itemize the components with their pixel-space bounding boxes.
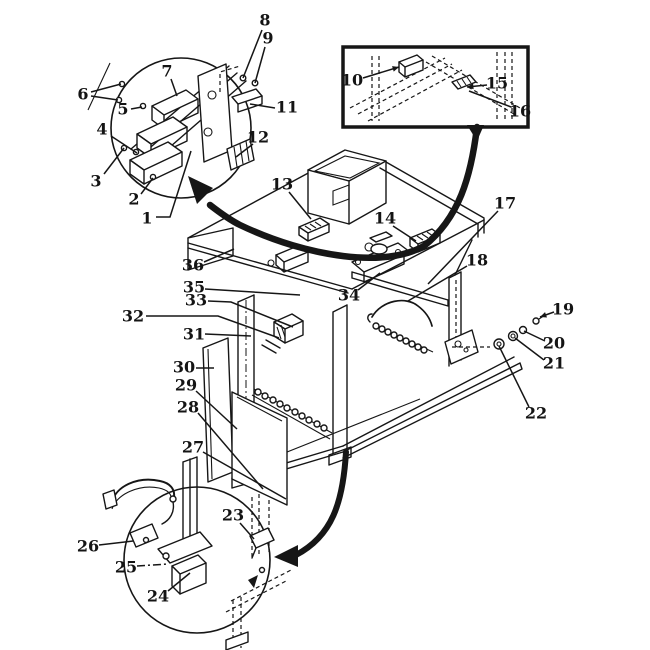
callout-label-16: 16 xyxy=(509,102,531,121)
callout-label-28: 28 xyxy=(177,398,199,417)
callout-label-4: 4 xyxy=(96,120,107,139)
callout-27: 27 xyxy=(182,438,287,500)
callout-23: 23 xyxy=(222,506,255,540)
callout-29: 29 xyxy=(175,376,238,430)
callout-label-25: 25 xyxy=(115,558,137,577)
fastener-parts-art xyxy=(493,314,546,350)
callout-1: 1 xyxy=(141,150,192,228)
callout-label-1: 1 xyxy=(141,209,152,228)
callout-label-2: 2 xyxy=(128,190,139,209)
callout-label-12: 12 xyxy=(247,128,269,147)
callout-label-22: 22 xyxy=(525,404,547,423)
callout-5: 5 xyxy=(117,100,143,119)
callout-12: 12 xyxy=(235,128,269,158)
callout-label-11: 11 xyxy=(276,98,298,117)
callout-19: 19 xyxy=(539,300,574,319)
main-chassis-art xyxy=(187,149,523,506)
callout-label-18: 18 xyxy=(466,251,488,270)
zoom-arrow-bottom xyxy=(274,449,349,567)
callout-21: 21 xyxy=(514,337,565,373)
arrowhead xyxy=(188,176,213,204)
callout-25: 25 xyxy=(115,558,169,577)
callout-label-36: 36 xyxy=(182,256,204,275)
callout-31: 31 xyxy=(183,325,252,344)
callout-8: 8 xyxy=(242,11,271,79)
valve-assembly-art xyxy=(87,62,263,185)
callout-label-5: 5 xyxy=(117,100,128,119)
callout-35: 35 xyxy=(183,278,301,297)
callout-label-8: 8 xyxy=(259,11,270,30)
callout-label-19: 19 xyxy=(552,300,574,319)
callout-34: 34 xyxy=(338,272,381,305)
callout-label-13: 13 xyxy=(271,175,293,194)
callout-33: 33 xyxy=(185,291,294,328)
callout-11: 11 xyxy=(249,98,298,117)
callout-9: 9 xyxy=(254,29,274,84)
callout-label-3: 3 xyxy=(90,172,101,191)
callout-label-24: 24 xyxy=(147,587,169,606)
callout-label-31: 31 xyxy=(183,325,205,344)
callout-label-29: 29 xyxy=(175,376,197,395)
callout-label-7: 7 xyxy=(161,62,172,81)
callout-label-30: 30 xyxy=(173,358,195,377)
callout-30: 30 xyxy=(173,358,214,377)
callout-26: 26 xyxy=(77,537,134,556)
callout-label-35: 35 xyxy=(183,278,205,297)
zoom-arrow-top xyxy=(188,123,481,261)
callout-label-6: 6 xyxy=(77,85,88,104)
arrowhead xyxy=(274,545,298,567)
callout-label-34: 34 xyxy=(338,286,360,305)
callout-label-21: 21 xyxy=(543,354,565,373)
callout-7: 7 xyxy=(161,62,178,97)
callout-18: 18 xyxy=(407,251,488,302)
callout-label-27: 27 xyxy=(182,438,204,457)
top-detail-circle xyxy=(110,57,252,199)
callout-14: 14 xyxy=(374,209,417,242)
callout-16: 16 xyxy=(468,90,531,121)
callout-15: 15 xyxy=(466,74,508,93)
callout-label-20: 20 xyxy=(543,334,565,353)
rack-teeth xyxy=(254,388,328,432)
callout-32: 32 xyxy=(122,307,280,339)
callout-label-14: 14 xyxy=(374,209,396,228)
callout-36: 36 xyxy=(182,248,235,275)
callout-17: 17 xyxy=(427,194,516,285)
callout-label-9: 9 xyxy=(262,29,273,48)
callout-label-23: 23 xyxy=(222,506,244,525)
spring-coils xyxy=(372,322,428,354)
callout-label-17: 17 xyxy=(494,194,516,213)
callout-label-32: 32 xyxy=(122,307,144,326)
callout-22: 22 xyxy=(498,345,547,423)
callout-label-15: 15 xyxy=(486,74,508,93)
callout-label-10: 10 xyxy=(341,71,363,90)
callout-24: 24 xyxy=(147,572,191,606)
callout-3: 3 xyxy=(90,147,125,191)
callout-label-26: 26 xyxy=(77,537,99,556)
callout-13: 13 xyxy=(271,175,312,220)
callout-10: 10 xyxy=(341,66,400,90)
callout-28: 28 xyxy=(177,398,264,490)
callout-6: 6 xyxy=(77,83,122,104)
callout-2: 2 xyxy=(128,177,154,209)
inset-detail-box xyxy=(341,45,530,141)
callout-20: 20 xyxy=(523,330,565,353)
callout-4: 4 xyxy=(96,120,138,154)
callout-label-33: 33 xyxy=(185,291,207,310)
callouts-layer: 1234567891011121314151617181920212223242… xyxy=(77,11,574,606)
